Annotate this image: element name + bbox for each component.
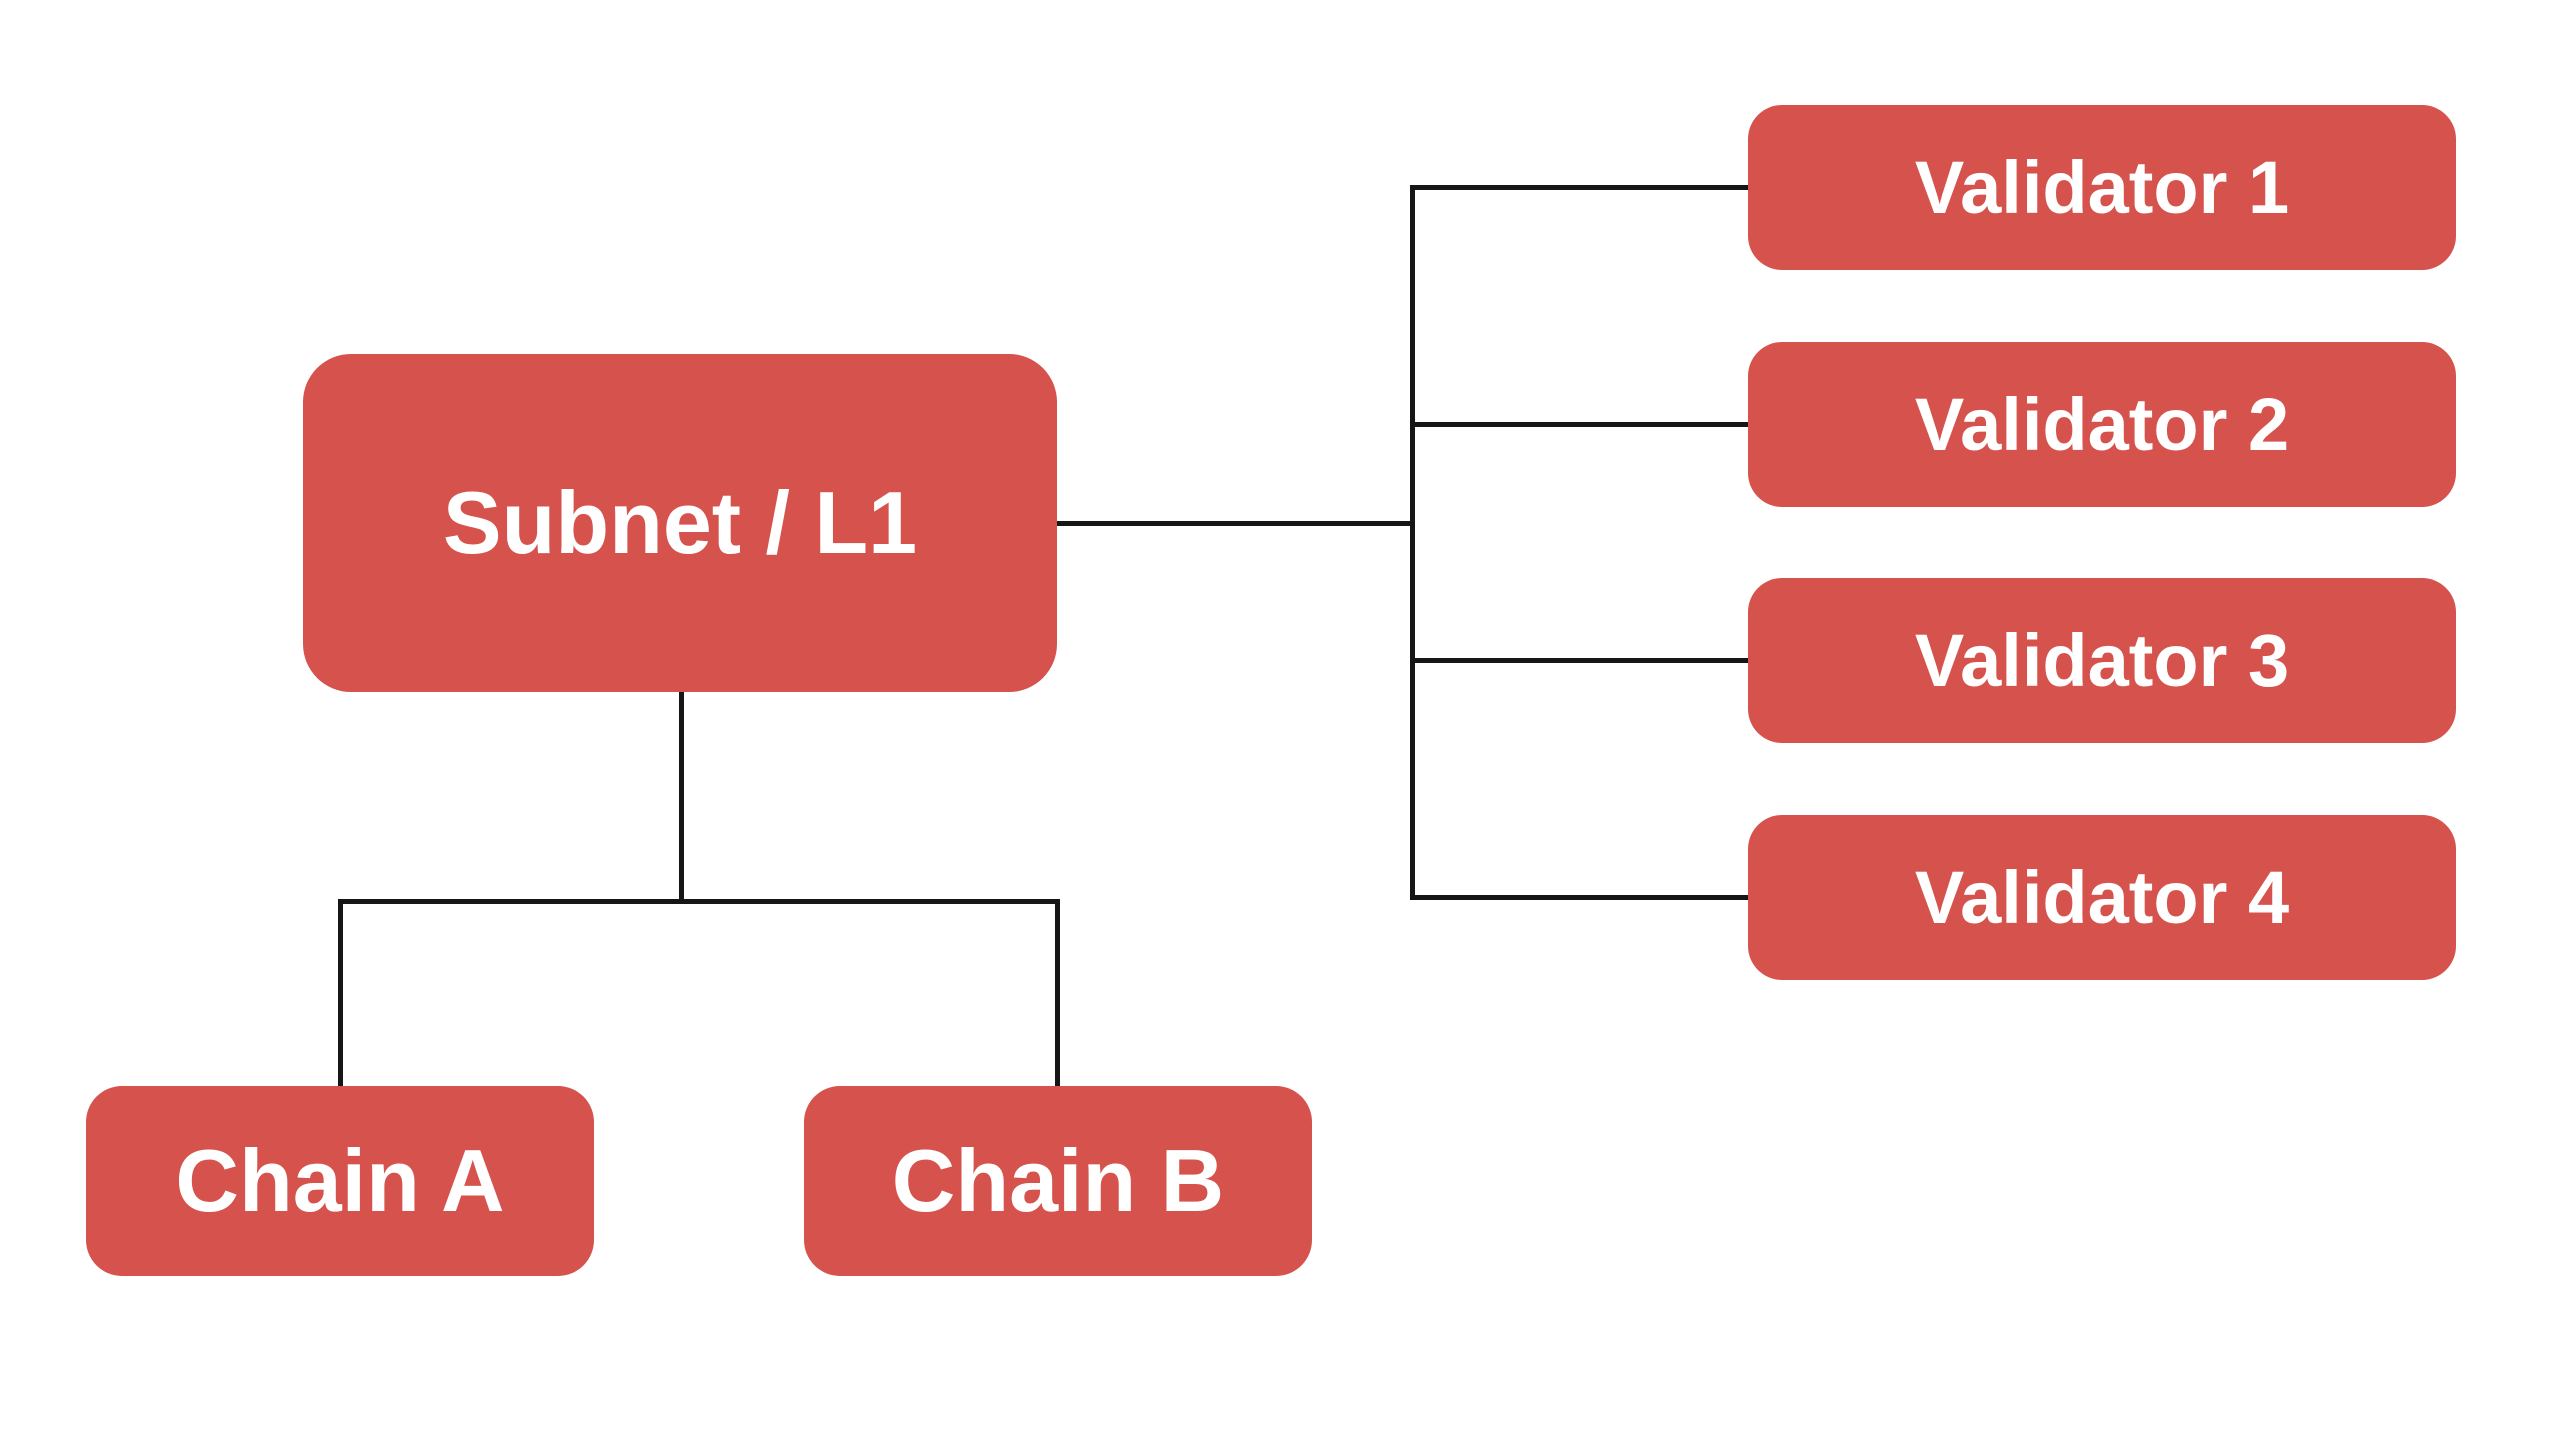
connector-trunk-to-validator-2	[1410, 422, 1748, 427]
validator-2-label: Validator 2	[1914, 382, 2290, 466]
validator-4-label: Validator 4	[1914, 855, 2290, 939]
connector-drop-to-chain-a	[338, 899, 343, 1086]
chain-b-node: Chain B	[804, 1086, 1312, 1276]
validator-2-node: Validator 2	[1748, 342, 2456, 507]
connector-trunk-to-validator-4	[1410, 895, 1748, 900]
validator-1-label: Validator 1	[1914, 145, 2290, 229]
connector-trunk-to-validator-1	[1410, 185, 1748, 190]
chain-b-label: Chain B	[891, 1131, 1225, 1230]
connector-drop-to-chain-b	[1055, 899, 1060, 1086]
connector-validator-trunk	[1410, 185, 1415, 900]
chain-a-label: Chain A	[175, 1131, 505, 1230]
connector-chain-branch	[338, 899, 1060, 904]
connector-subnet-to-trunk	[1057, 521, 1415, 526]
connector-trunk-to-validator-3	[1410, 658, 1748, 663]
connector-subnet-down	[679, 692, 684, 904]
validator-1-node: Validator 1	[1748, 105, 2456, 270]
validator-3-node: Validator 3	[1748, 578, 2456, 743]
chain-a-node: Chain A	[86, 1086, 594, 1276]
subnet-l1-label: Subnet / L1	[442, 473, 918, 572]
validator-3-label: Validator 3	[1914, 618, 2290, 702]
subnet-l1-node: Subnet / L1	[303, 354, 1057, 692]
validator-4-node: Validator 4	[1748, 815, 2456, 980]
